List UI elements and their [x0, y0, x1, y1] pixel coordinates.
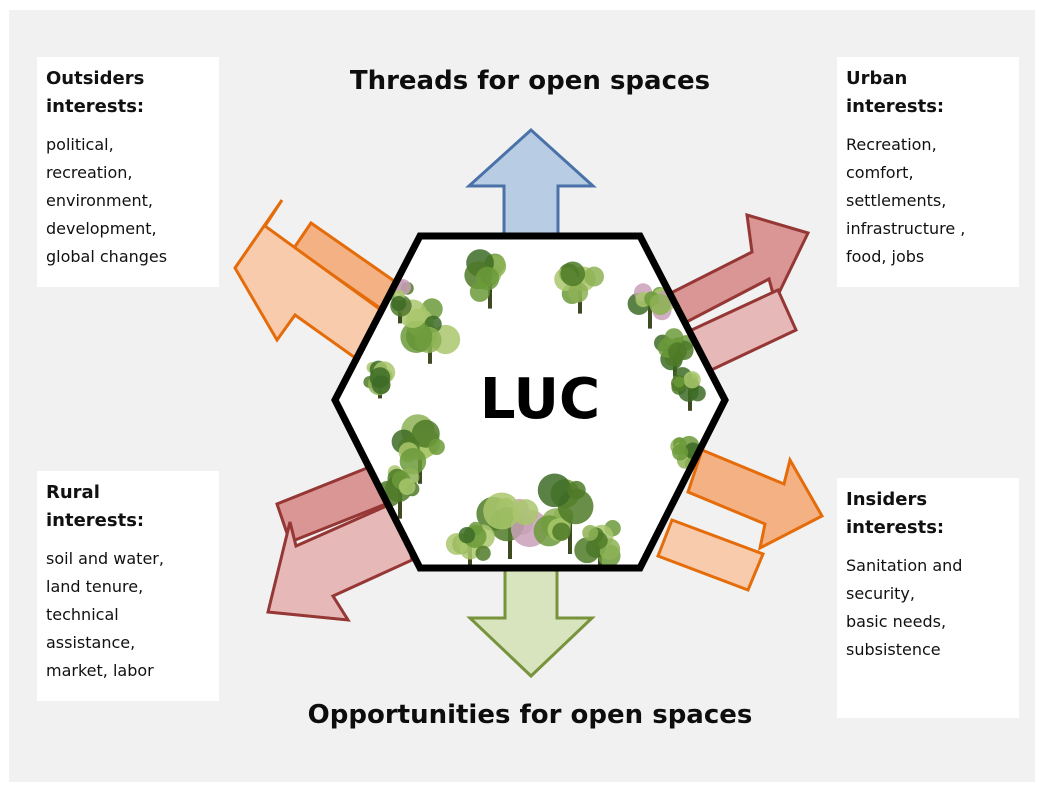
- outsiders-interests-title: Outsiders interests:: [46, 68, 145, 117]
- rural-arrow-front: [266, 497, 414, 622]
- threads-heading: Threads for open spaces: [349, 66, 711, 96]
- tree-icon: [574, 520, 621, 568]
- tree-illustrations: [363, 249, 708, 568]
- tree-icon: [398, 298, 461, 364]
- opportunities-arrow-down: [466, 560, 596, 679]
- tree-icon: [554, 261, 604, 314]
- rural-interests-items: soil and water, land tenure, technical a…: [46, 549, 164, 680]
- tree-icon: [464, 249, 507, 309]
- luc-center-label: LUC: [480, 367, 600, 432]
- tree-icon: [653, 328, 694, 376]
- insiders-interests-items: Sanitation and security, basic needs, su…: [846, 556, 963, 659]
- rural-interests-title: Rural interests:: [46, 482, 145, 531]
- insiders-arrow-front: [656, 518, 765, 592]
- insiders-interests-title: Insiders interests:: [846, 489, 945, 538]
- tree-icon: [670, 367, 706, 411]
- rural-interests-box: Rural interests: soil and water, land te…: [37, 471, 219, 701]
- urban-interests-items: Recreation, comfort, settlements, infras…: [846, 135, 966, 266]
- tree-icon: [445, 521, 495, 568]
- threads-arrow-up: [465, 127, 597, 242]
- urban-interests-box: Urban interests: Recreation, comfort, se…: [837, 57, 1019, 287]
- outsiders-interests-box: Outsiders interests: political, recreati…: [37, 57, 219, 287]
- tree-icon: [363, 360, 396, 399]
- tree-icon: [533, 473, 594, 554]
- urban-interests-title: Urban interests:: [846, 68, 945, 117]
- opportunities-heading: Opportunities for open spaces: [307, 700, 753, 730]
- outsiders-interests-items: political, recreation, environment, deve…: [46, 135, 168, 266]
- tree-icon: [391, 414, 445, 484]
- luc-hexagon-border: [331, 232, 729, 572]
- urban-arrow-back: [663, 212, 811, 331]
- insiders-arrow-back: [686, 447, 825, 551]
- insiders-interests-box: Insiders interests: Sanitation and secur…: [837, 478, 1019, 718]
